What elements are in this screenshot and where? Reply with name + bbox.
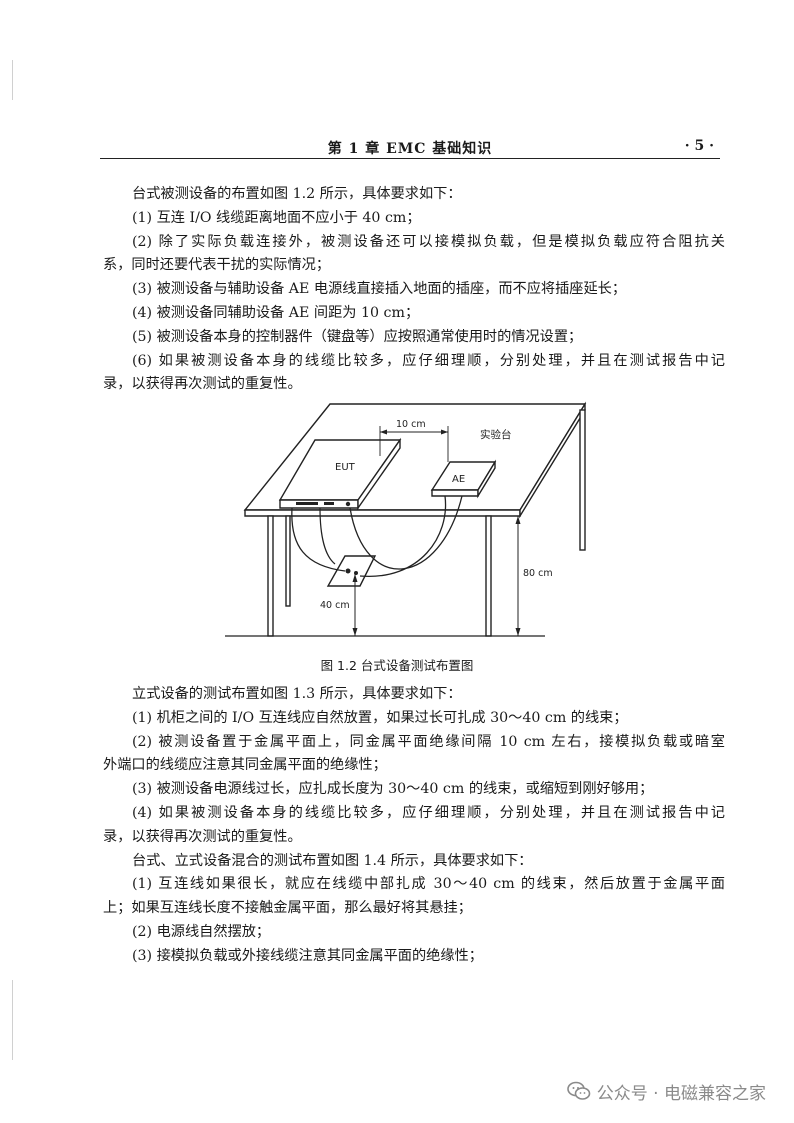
list-item-line-continued: 录，以获得再次测试的重复性。 — [103, 376, 302, 393]
list-item-line: (1) 互连线如果很长，就应在线缆中部扎成 30～40 cm 的线束，然后放置于… — [132, 876, 725, 893]
list-item-line: (2) 电源线自然摆放； — [132, 923, 271, 940]
ae-front — [431, 489, 479, 497]
running-header: 第 1 章 EMC 基础知识 · 5 · — [100, 136, 720, 159]
paragraph-line: 台式、立式设备混合的测试布置如图 1.4 所示，具体要求如下： — [132, 852, 533, 869]
watermark-text: 公众号 · 电磁兼容之家 — [596, 1083, 766, 1104]
paragraph-line: 立式设备的测试布置如图 1.3 所示，具体要求如下： — [132, 686, 462, 702]
list-item-line: (2) 除了实际负载连接外，被测设备还可以接模拟负载，但是模拟负载应符合阻抗关 — [132, 233, 725, 250]
watermark: 公众号 · 电磁兼容之家 — [566, 1078, 766, 1104]
list-item-line: (2) 被测设备置于金属平面上，同金属平面绝缘间隔 10 cm 左右，接模拟负载… — [132, 733, 725, 750]
list-item-line: (5) 被测设备本身的控制器件（键盘等）应按照通常使用时的情况设置； — [132, 328, 583, 345]
margin-mark-bottom — [12, 980, 13, 1060]
eut-ae-cable — [349, 495, 463, 570]
desktop-test-layout-diagram: 10 cm 实验台 EUT AE 80 cm 40 cm — [225, 401, 587, 637]
label-40cm: 40 cm — [320, 600, 350, 611]
label-80cm: 80 cm — [523, 568, 553, 579]
eut-side — [357, 437, 401, 511]
list-item-line: (1) 互连 I/O 线缆距离地面不应小于 40 cm； — [132, 209, 421, 226]
label-table: 实验台 — [480, 428, 512, 441]
floor-socket — [326, 555, 377, 587]
label-ae: AE — [452, 474, 465, 485]
list-item-line: (4) 被测设备同辅助设备 AE 间距为 10 cm； — [132, 304, 420, 321]
list-item-line-continued: 外端口的线缆应注意其同金属平面的绝缘性； — [103, 757, 387, 774]
list-item-line: (3) 被测设备与辅助设备 AE 电源线直接插入地面的插座，而不应将插座延长； — [132, 281, 627, 298]
paragraph-line: 台式被测设备的布置如图 1.2 所示，具体要求如下： — [132, 186, 462, 202]
io-cable — [319, 507, 336, 565]
margin-mark-top — [12, 60, 13, 100]
list-item-line-continued: 录，以获得再次测试的重复性。 — [103, 828, 302, 845]
list-item-line: (6) 如果被测设备本身的线缆比较多，应仔细理顺，分别处理，并且在测试报告中记 — [132, 352, 725, 369]
eut-power-cable — [291, 507, 346, 572]
table-leg-back-right — [579, 409, 586, 551]
label-eut: EUT — [335, 462, 356, 473]
figure-1-2-diagram: 10 cm 实验台 EUT AE 80 cm 40 cm — [200, 396, 620, 646]
page-number: · 5 · — [684, 138, 714, 154]
list-item-line: (3) 接模拟负载或外接线缆注意其同金属平面的绝缘性； — [132, 947, 483, 964]
ae-power-cable — [359, 495, 447, 577]
list-item-line-continued: 上；如果互连线长度不接触金属平面，那么最好将其悬挂； — [103, 900, 472, 917]
text-block-floor-standing: 立式设备的测试布置如图 1.3 所示，具体要求如下： (1) 机柜之间的 I/O… — [103, 683, 725, 969]
table-leg-back-left — [285, 515, 291, 607]
list-item-line: (1) 机柜之间的 I/O 互连线应自然放置，如果过长可扎成 30～40 cm … — [132, 709, 628, 726]
label-10cm: 10 cm — [396, 419, 426, 430]
wechat-icon — [566, 1081, 591, 1100]
list-item-line: (3) 被测设备电源线过长，应扎成长度为 30～40 cm 的线束，或缩短到刚好… — [132, 781, 654, 798]
table-leg-front-left — [267, 515, 274, 637]
chapter-title: 第 1 章 EMC 基础知识 — [327, 141, 493, 157]
table-top-front-edge — [244, 509, 521, 517]
figure-caption: 图 1.2 台式设备测试布置图 — [320, 658, 474, 673]
list-item-line-continued: 系，同时还要代表干扰的实际情况； — [103, 257, 331, 274]
list-item-line: (4) 如果被测设备本身的线缆比较多，应仔细理顺，分别处理，并且在测试报告中记 — [132, 804, 725, 821]
text-block-desktop: 台式被测设备的布置如图 1.2 所示，具体要求如下： (1) 互连 I/O 线缆… — [103, 183, 725, 397]
table-leg-front-right — [485, 515, 492, 637]
ae-side — [477, 459, 496, 499]
